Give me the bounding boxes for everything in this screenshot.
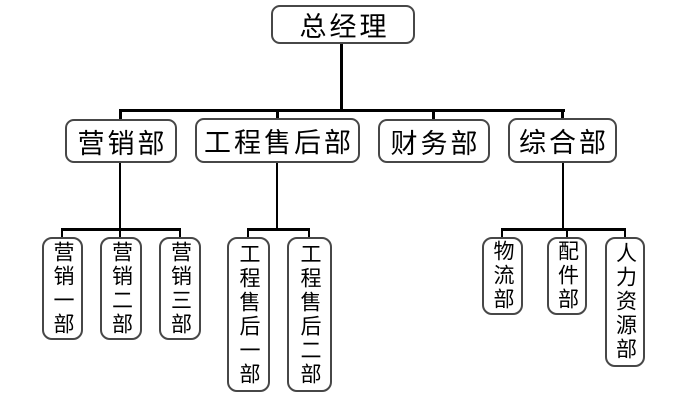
org-node-general-affairs-dept: 综合部 xyxy=(508,118,617,163)
connector-drop-engineering xyxy=(276,109,279,121)
org-node-finance-dept: 财务部 xyxy=(378,119,490,163)
connector-root-trunk xyxy=(340,42,343,111)
org-node-general-manager: 总经理 xyxy=(271,5,415,44)
connector-rail-engineering xyxy=(247,228,310,231)
org-node-engineering-aftersales-div-2: 工程售后二部 xyxy=(287,237,332,392)
org-node-logistics-dept: 物流部 xyxy=(482,237,523,315)
connector-drop-marketing-1 xyxy=(61,228,63,239)
org-node-marketing-dept: 营销部 xyxy=(65,119,177,163)
connector-stem-engineering xyxy=(276,162,278,230)
connector-rail-general xyxy=(501,228,626,231)
connector-drop-finance xyxy=(432,109,435,121)
org-node-parts-dept: 配件部 xyxy=(547,237,587,315)
org-node-marketing-div-3: 营销三部 xyxy=(159,237,201,340)
connector-stem-marketing xyxy=(119,162,121,230)
org-node-engineering-aftersales-dept: 工程售后部 xyxy=(195,118,360,163)
connector-level2-rail xyxy=(119,109,565,112)
connector-drop-general xyxy=(561,109,564,121)
connector-drop-marketing-2 xyxy=(119,228,121,239)
connector-drop-engineering-2 xyxy=(308,228,310,239)
connector-drop-marketing xyxy=(119,109,122,121)
connector-drop-engineering-1 xyxy=(247,228,249,239)
connector-drop-logistics xyxy=(501,228,503,239)
connector-stem-general xyxy=(562,162,564,230)
org-node-hr-dept: 人力资源部 xyxy=(605,237,645,367)
org-node-marketing-div-2: 营销二部 xyxy=(100,237,142,340)
connector-drop-hr xyxy=(624,228,626,239)
connector-rail-marketing xyxy=(61,228,181,231)
org-node-marketing-div-1: 营销一部 xyxy=(42,237,83,340)
connector-drop-parts xyxy=(566,228,568,239)
connector-drop-marketing-3 xyxy=(179,228,181,239)
org-node-engineering-aftersales-div-1: 工程售后一部 xyxy=(227,237,270,392)
